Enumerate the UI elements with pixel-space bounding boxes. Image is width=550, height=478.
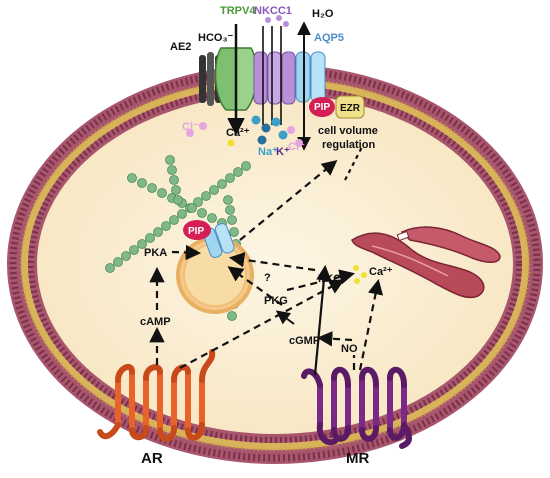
- k-label: K⁺: [276, 146, 290, 158]
- mr-receptor-icon: [301, 366, 412, 449]
- camp-label: cAMP: [140, 316, 171, 328]
- signaling-arrows: [149, 144, 384, 376]
- ezr-icon: [335, 95, 365, 119]
- cgmp-label: cGMP: [289, 335, 320, 347]
- regulation-label: regulation: [322, 139, 375, 151]
- calcium-dot: [361, 272, 367, 278]
- ar-receptor-icon: [97, 349, 216, 442]
- pip-vesicle-label: PIP: [188, 226, 204, 237]
- ar-label: AR: [141, 450, 163, 467]
- nkcc1-label: NKCC1: [254, 5, 292, 17]
- pip-membrane-label: PIP: [314, 102, 330, 113]
- no-label: NO: [341, 343, 358, 355]
- cell-volume-label: cell volume: [318, 125, 378, 137]
- nkcc1-cotransporter-icon: [253, 26, 296, 125]
- calcium-dot: [354, 278, 360, 284]
- ae2-label: AE2: [170, 41, 191, 53]
- h2o-label: H₂O: [312, 8, 334, 20]
- na-label: Na⁺: [258, 146, 278, 158]
- question-label: ?: [264, 272, 271, 284]
- pkg-label: PKG: [264, 295, 288, 307]
- pip-membrane-icon: [309, 97, 335, 117]
- ions-group: [186, 15, 303, 147]
- ezr-label: EZR: [340, 103, 361, 114]
- cgmp-to-pkg-arrow: [275, 310, 295, 325]
- cl-left-label: Cl⁻: [182, 121, 199, 133]
- calcium-dot: [353, 265, 359, 271]
- labels: TRPV4 NKCC1 H₂O AE2 HCO₃⁻ AQP5 PIP EZR c…: [140, 5, 393, 467]
- mr-label: MR: [346, 450, 369, 467]
- pka-label: PKA: [144, 247, 167, 259]
- pkc-label: PKC: [318, 273, 341, 285]
- ca-top-label: Ca²⁺: [226, 127, 250, 139]
- cl-right-label: Cl⁻: [288, 141, 305, 153]
- hco3-label: HCO₃⁻: [198, 32, 234, 44]
- ca-right-label: Ca²⁺: [369, 266, 393, 278]
- aqp5-channel-icon: [295, 21, 326, 151]
- endoplasmic-reticulum-icon: [351, 226, 501, 299]
- trpv4-label: TRPV4: [220, 5, 256, 17]
- aqp5-label: AQP5: [314, 32, 344, 44]
- pip-vesicle-icon: [183, 220, 211, 240]
